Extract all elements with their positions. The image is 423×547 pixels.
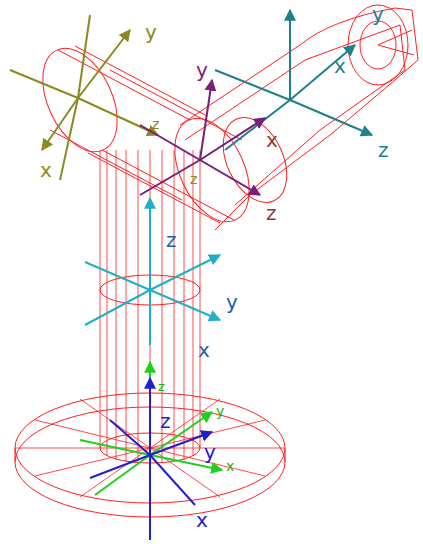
axis-label: y (216, 404, 224, 418)
axis-label: z (378, 140, 389, 160)
axis-label: z (152, 117, 159, 131)
axis-label: z (266, 203, 277, 223)
axis-label: x (196, 510, 208, 530)
axis-label: z (190, 172, 197, 186)
axis-label: x (40, 160, 52, 180)
axis-label: x (266, 130, 278, 150)
axis-label: x (334, 56, 346, 76)
axis-label: x (226, 459, 234, 473)
axis-label: y (145, 22, 157, 42)
axis-label: z (158, 380, 165, 393)
axis-label: x (198, 340, 210, 360)
axis-label: y (196, 60, 208, 80)
axis-label: z (160, 411, 171, 431)
axis-label: y (226, 292, 238, 312)
axis-label: y (372, 4, 384, 24)
axis-label: y (204, 442, 216, 462)
axis-label: z (166, 230, 177, 250)
